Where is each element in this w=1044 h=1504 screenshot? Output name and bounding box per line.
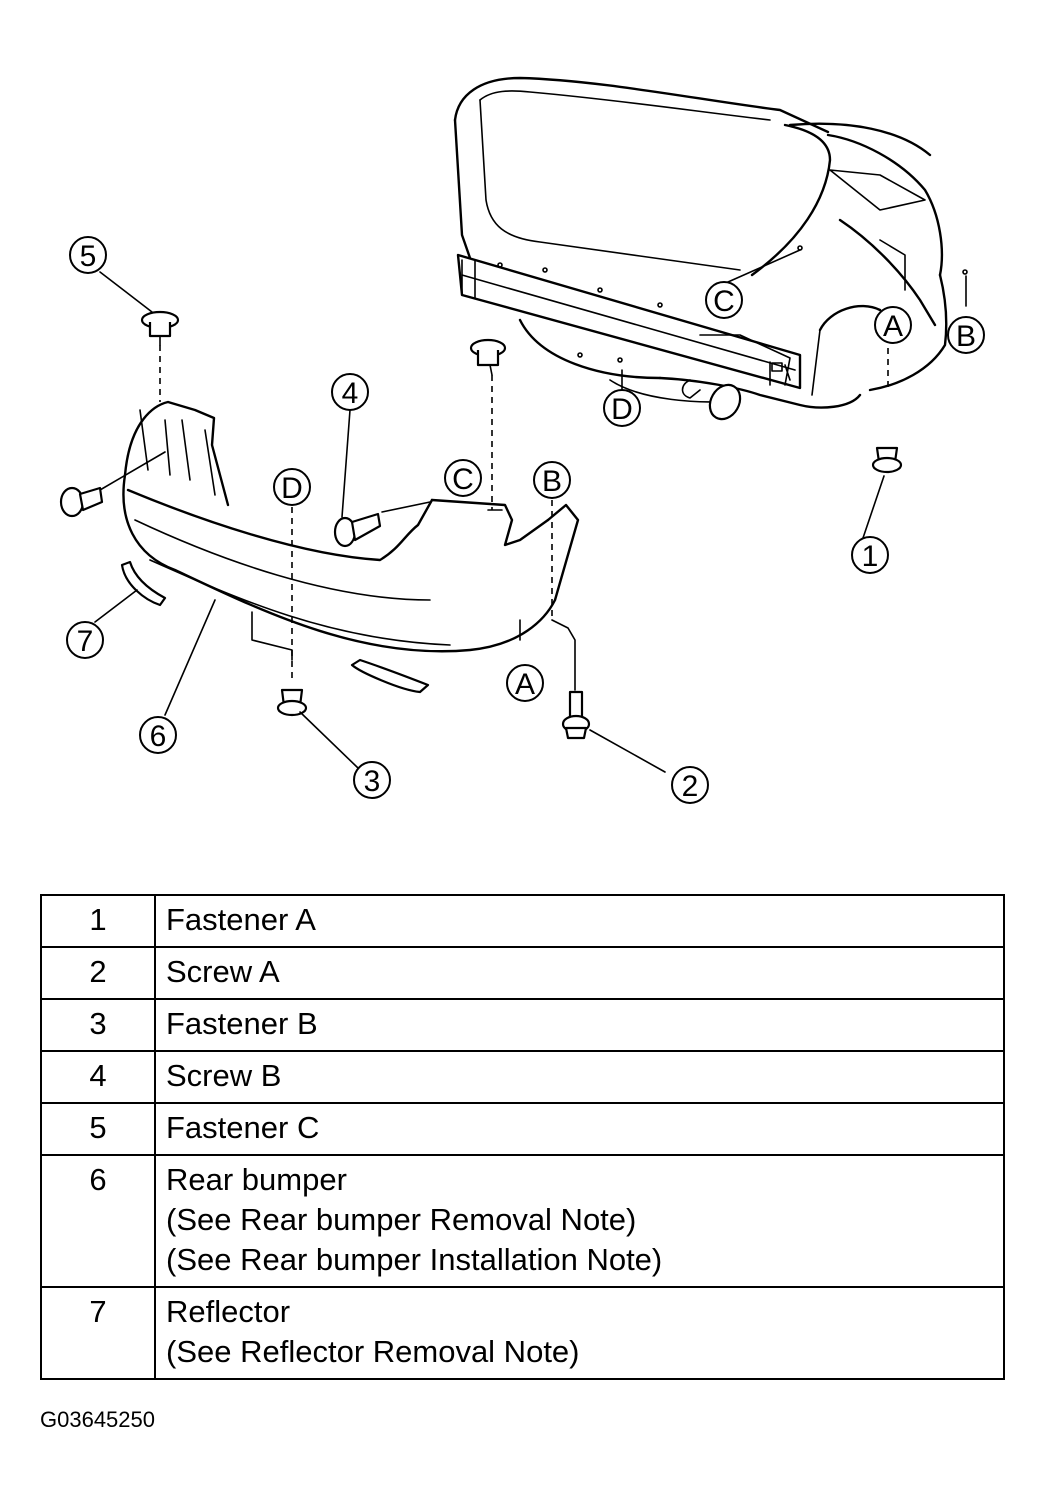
svg-text:5: 5 — [80, 240, 97, 273]
svg-text:C: C — [452, 463, 474, 496]
svg-text:1: 1 — [862, 540, 879, 573]
legend-item-number: 5 — [40, 1102, 156, 1156]
callout-letter-c-body: C — [705, 281, 743, 319]
legend-item-description: Rear bumper (See Rear bumper Removal Note… — [154, 1154, 1005, 1288]
vehicle-rear-body — [453, 76, 968, 421]
legend-description-line: Rear bumper — [166, 1162, 347, 1197]
bumper-exploded-diagram: 1 2 3 4 5 6 7 A B C D D — [59, 76, 985, 804]
legend-description-line: (See Rear bumper Removal Note) — [166, 1202, 637, 1237]
fastener-b-part — [276, 688, 308, 717]
screw-a-part — [561, 690, 591, 740]
legend-description-line: (See Rear bumper Installation Note) — [166, 1242, 663, 1277]
legend-row: 5 Fastener C — [40, 1102, 1005, 1156]
fastener-a-part — [871, 446, 903, 474]
svg-text:4: 4 — [342, 377, 359, 410]
fastener-c-part-upper — [469, 338, 507, 376]
callout-letter-a-bumper: A — [506, 664, 544, 702]
legend-item-description: Fastener C — [154, 1102, 1005, 1156]
legend-row: 1 Fastener A — [40, 894, 1005, 948]
callout-5: 5 — [69, 236, 107, 274]
callout-letter-a-body: A — [874, 306, 912, 344]
legend-description-line: Screw A — [166, 954, 280, 989]
legend-row: 6 Rear bumper (See Rear bumper Removal Not… — [40, 1154, 1005, 1288]
legend-row: 3 Fastener B — [40, 998, 1005, 1052]
callout-1: 1 — [851, 536, 889, 574]
callout-4: 4 — [331, 373, 369, 411]
svg-text:B: B — [956, 320, 976, 353]
callout-letter-b-bumper: B — [533, 461, 571, 499]
screw-left-part — [59, 486, 104, 518]
fastener-c-part — [140, 310, 180, 346]
legend-row: 7 Reflector (See Reflector Removal Note) — [40, 1286, 1005, 1380]
svg-text:C: C — [713, 285, 735, 318]
svg-text:2: 2 — [682, 770, 699, 803]
callout-6: 6 — [139, 716, 177, 754]
legend-item-number: 1 — [40, 894, 156, 948]
legend-description-line: Reflector — [166, 1294, 291, 1329]
legend-description-line: Fastener C — [166, 1110, 320, 1145]
callout-leaders — [94, 271, 885, 773]
legend-description-line: Screw B — [166, 1058, 282, 1093]
legend-item-number: 6 — [40, 1154, 156, 1288]
callout-letter-c-bumper: C — [444, 459, 482, 497]
legend-row: 4 Screw B — [40, 1050, 1005, 1104]
svg-text:3: 3 — [364, 765, 381, 798]
svg-text:A: A — [515, 668, 535, 701]
legend-item-description: Reflector (See Reflector Removal Note) — [154, 1286, 1005, 1380]
svg-text:A: A — [883, 310, 903, 343]
legend-description-line: Fastener B — [166, 1006, 318, 1041]
screw-b-part — [333, 512, 382, 548]
callout-2: 2 — [671, 766, 709, 804]
figure-id: G03645250 — [40, 1407, 155, 1432]
callout-letter-d-bumper: D — [273, 468, 311, 506]
legend-item-description: Screw B — [154, 1050, 1005, 1104]
rear-bumper-drawing — [99, 345, 580, 694]
callout-letter-b-body: B — [947, 316, 985, 354]
legend-item-description: Screw A — [154, 946, 1005, 1000]
legend-item-number: 3 — [40, 998, 156, 1052]
legend-item-description: Fastener B — [154, 998, 1005, 1052]
callout-letter-d-body: D — [603, 389, 641, 427]
legend-row: 2 Screw A — [40, 946, 1005, 1000]
svg-text:D: D — [611, 393, 633, 426]
legend-item-number: 2 — [40, 946, 156, 1000]
legend-description-line: Fastener A — [166, 902, 316, 937]
svg-text:D: D — [281, 472, 303, 505]
svg-text:6: 6 — [150, 720, 167, 753]
callout-7: 7 — [66, 621, 104, 659]
reflector-part — [120, 560, 167, 607]
svg-text:B: B — [542, 465, 562, 498]
legend-item-number: 7 — [40, 1286, 156, 1380]
legend-description-line: (See Reflector Removal Note) — [166, 1334, 580, 1369]
callout-3: 3 — [353, 761, 391, 799]
legend-item-number: 4 — [40, 1050, 156, 1104]
legend-item-description: Fastener A — [154, 894, 1005, 948]
svg-text:7: 7 — [77, 625, 94, 658]
